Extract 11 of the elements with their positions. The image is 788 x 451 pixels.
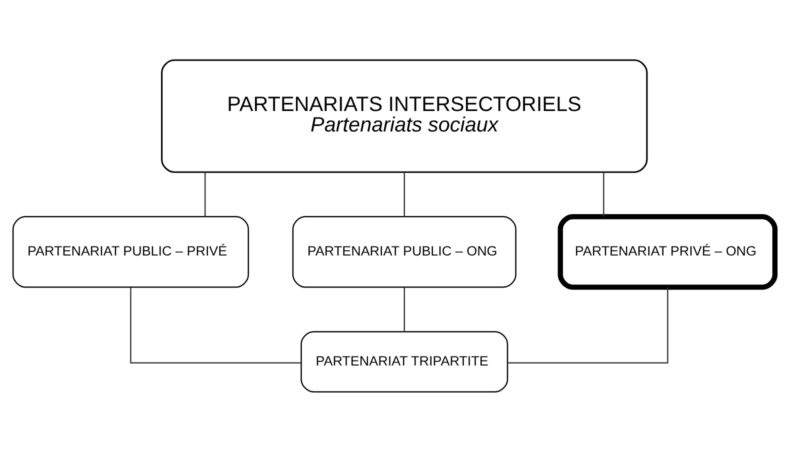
node-box: PARTENARIAT PUBLIC – ONG — [292, 216, 516, 288]
node-box: PARTENARIAT TRIPARTITE — [300, 330, 508, 392]
connector — [603, 172, 604, 216]
connector — [404, 286, 405, 332]
node-box: PARTENARIATS INTERSECTORIELS Partenariats sociaux — [161, 58, 648, 172]
connector — [204, 172, 206, 216]
connector — [508, 286, 668, 363]
connector — [130, 286, 301, 363]
connector — [404, 172, 405, 216]
node-box: PARTENARIAT PUBLIC – PRIVÉ — [12, 216, 249, 288]
node-box: PARTENARIAT PRIVÉ – ONG — [558, 214, 778, 290]
